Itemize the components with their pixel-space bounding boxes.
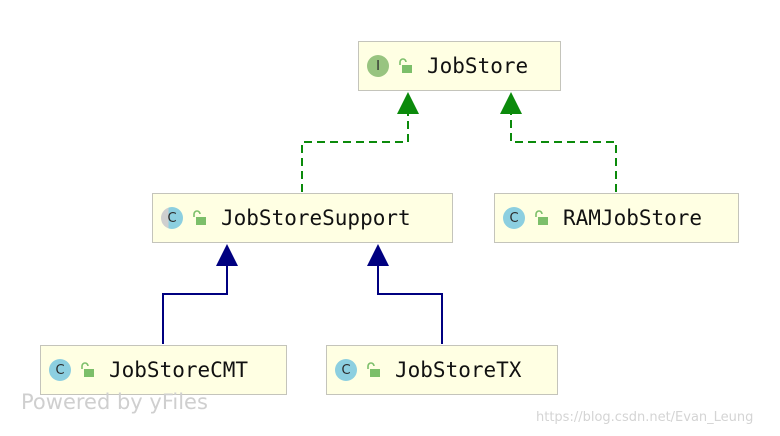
- unlocked-icon: [367, 362, 380, 377]
- node-jobstoretx[interactable]: C JobStoreTX: [326, 345, 558, 395]
- class-icon: C: [503, 207, 525, 229]
- extends-arrowhead-left: [216, 244, 238, 266]
- extends-edge-jobstoretx: [377, 266, 443, 344]
- abstract-class-icon: C: [161, 207, 183, 229]
- yfiles-watermark: Powered by yFiles: [21, 390, 208, 414]
- extends-edge-jobstorecmt: [162, 266, 228, 344]
- class-icon: C: [335, 359, 357, 381]
- node-label: RAMJobStore: [563, 206, 703, 230]
- implements-arrowhead-right: [500, 92, 522, 114]
- node-label: JobStoreSupport: [221, 206, 411, 230]
- node-label: JobStoreTX: [395, 358, 522, 382]
- node-jobstoresupport[interactable]: C JobStoreSupport: [152, 193, 453, 243]
- implements-edge-ramjobstore: [510, 114, 617, 192]
- node-jobstorecmt[interactable]: C JobStoreCMT: [40, 345, 287, 395]
- unlocked-icon: [193, 210, 206, 225]
- unlocked-icon: [81, 362, 94, 377]
- node-jobstore[interactable]: I JobStore: [358, 41, 561, 91]
- implements-edge-jobstoresupport: [301, 114, 409, 192]
- unlocked-icon: [399, 58, 412, 73]
- interface-icon: I: [367, 55, 389, 77]
- node-label: JobStore: [427, 54, 529, 78]
- node-ramjobstore[interactable]: C RAMJobStore: [494, 193, 739, 243]
- node-label: JobStoreCMT: [109, 358, 249, 382]
- unlocked-icon: [535, 210, 548, 225]
- implements-arrowhead-left: [397, 92, 419, 114]
- source-credit: https://blog.csdn.net/Evan_Leung: [536, 410, 754, 425]
- extends-arrowhead-right: [367, 244, 389, 266]
- class-icon: C: [49, 359, 71, 381]
